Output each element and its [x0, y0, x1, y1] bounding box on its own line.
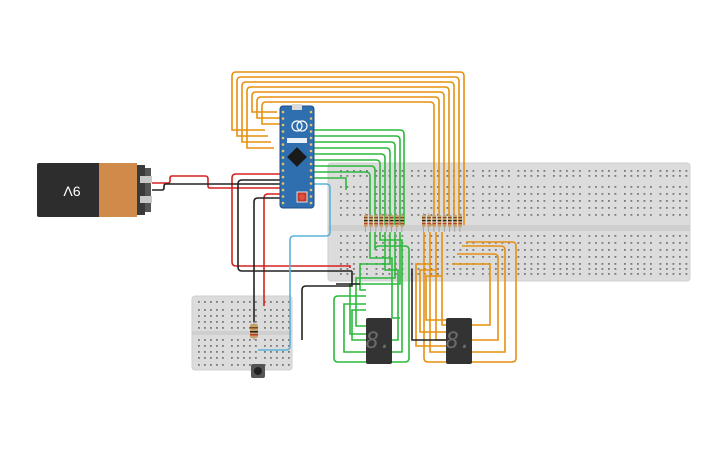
battery-label: 9V [63, 183, 81, 199]
small-breadboard[interactable] [191, 295, 293, 371]
microcontroller-board[interactable] [279, 104, 315, 209]
display-1-digit: 8. [366, 329, 393, 354]
resistor-array-right[interactable] [422, 213, 462, 232]
battery-9v[interactable]: 9V [37, 163, 152, 217]
blue-wire[interactable] [258, 183, 331, 351]
resistor-array-left[interactable] [364, 213, 404, 232]
seven-segment-display-2: 8. [446, 318, 473, 364]
seven-segment-display-1: 8. [366, 318, 393, 364]
main-breadboard[interactable] [327, 162, 691, 282]
pushbutton[interactable] [251, 364, 265, 378]
orange-wire-bundle[interactable] [231, 71, 465, 226]
green-wire-bundle[interactable] [312, 129, 410, 363]
orange-wire-lower[interactable] [415, 232, 517, 363]
mcu-chip [287, 147, 307, 167]
pulldown-resistor [250, 322, 258, 340]
display-2-digit: 8. [446, 329, 473, 354]
black-wire-bundle[interactable] [152, 179, 446, 341]
